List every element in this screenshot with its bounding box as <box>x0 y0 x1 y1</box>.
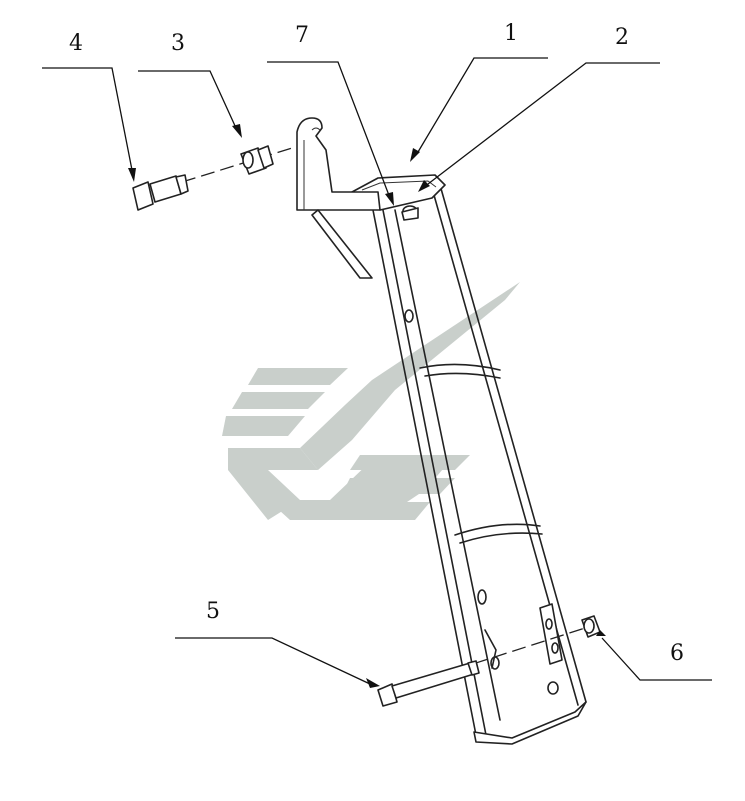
long-bolt-part-5 <box>377 660 480 707</box>
callout-4: 4 <box>69 31 83 56</box>
axis-line-upper <box>181 147 293 183</box>
callout-5: 5 <box>206 599 220 624</box>
nut-part-6 <box>581 615 601 638</box>
hook-bracket <box>296 117 381 279</box>
nut-part-3 <box>240 145 274 175</box>
callout-3: 3 <box>171 31 185 56</box>
small-bolt-part-2 <box>401 205 419 221</box>
callout-2: 2 <box>615 25 629 50</box>
watermark-logo <box>222 282 520 520</box>
callout-6: 6 <box>670 641 684 666</box>
leader-lines <box>42 57 712 688</box>
bolt-part-4 <box>132 174 189 211</box>
callout-labels: 4 3 7 1 2 5 6 <box>69 21 684 666</box>
callout-7: 7 <box>295 23 309 48</box>
callout-1: 1 <box>504 21 518 46</box>
